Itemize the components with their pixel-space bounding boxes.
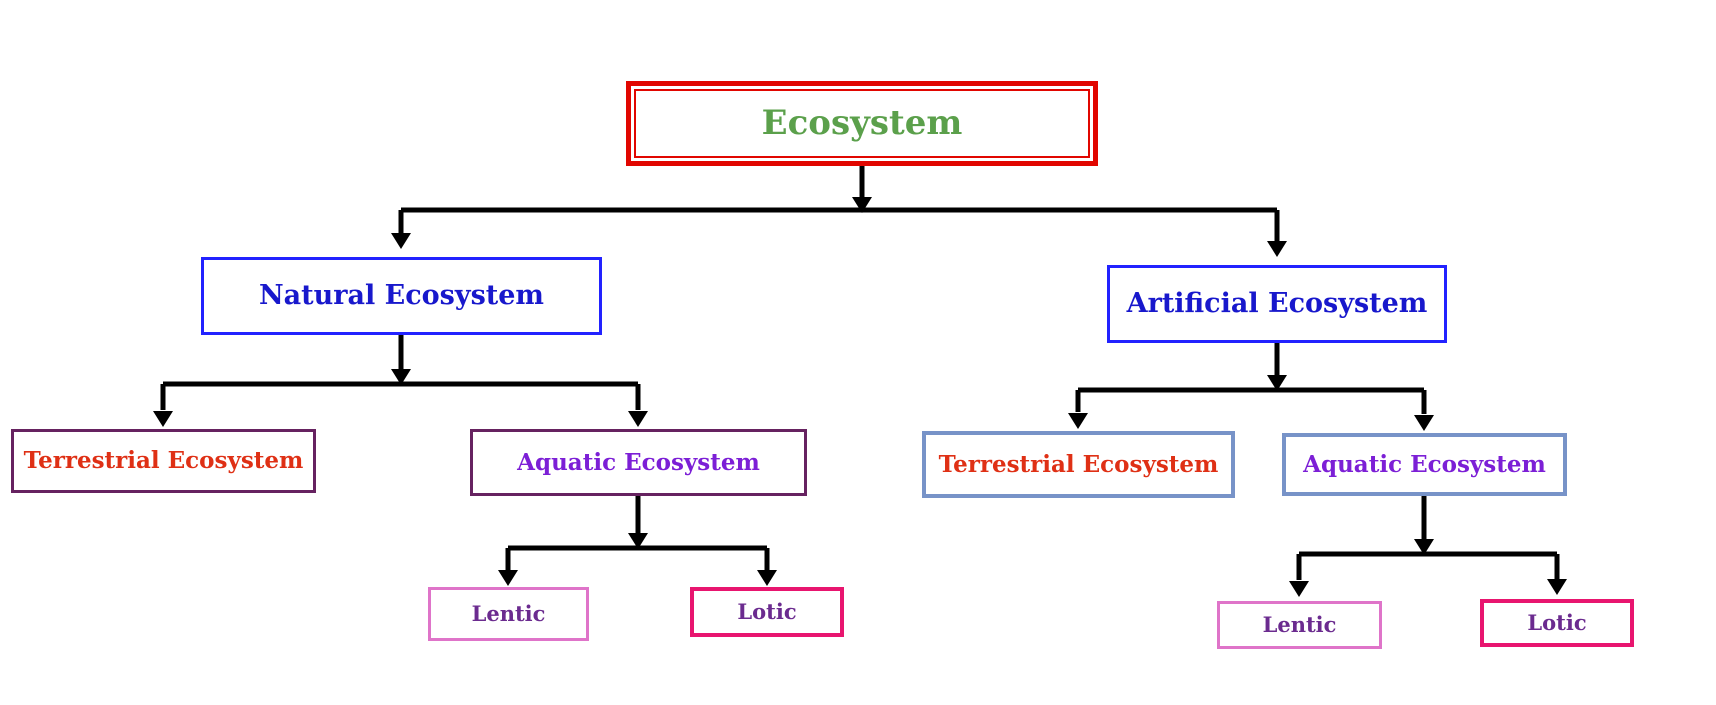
arrowhead [628, 411, 648, 427]
node-terrestrial-ecosystem-right: Terrestrial Ecosystem [922, 431, 1235, 498]
node-ecosystem-inner-border: Ecosystem [634, 89, 1090, 158]
arrowhead [1267, 375, 1287, 391]
node-aquatic-ecosystem-left: Aquatic Ecosystem [470, 429, 807, 496]
node-lentic-right: Lentic [1217, 601, 1382, 649]
connector-aquatic-left-children [498, 496, 777, 586]
node-ecosystem: Ecosystem [626, 81, 1098, 166]
node-lotic-right-label: Lotic [1527, 610, 1587, 636]
node-artificial-ecosystem-label: Artificial Ecosystem [1126, 288, 1428, 320]
node-lentic-right-label: Lentic [1262, 612, 1337, 638]
node-lotic-right: Lotic [1480, 599, 1634, 647]
connector-natural-children [153, 335, 648, 427]
node-lotic-left: Lotic [690, 587, 844, 637]
arrowhead [1289, 581, 1309, 597]
node-ecosystem-label: Ecosystem [761, 102, 963, 143]
arrowhead [1414, 539, 1434, 555]
node-lentic-left-label: Lentic [471, 601, 546, 627]
node-aquatic-ecosystem-right: Aquatic Ecosystem [1282, 433, 1567, 496]
node-lentic-left: Lentic [428, 587, 589, 641]
arrowhead [391, 369, 411, 385]
node-terrestrial-ecosystem-left-label: Terrestrial Ecosystem [23, 447, 304, 475]
arrowhead [757, 570, 777, 586]
arrowhead [852, 197, 872, 213]
node-terrestrial-ecosystem-left: Terrestrial Ecosystem [11, 429, 316, 493]
arrowhead [153, 411, 173, 427]
arrowhead [1547, 579, 1567, 595]
node-terrestrial-ecosystem-right-label: Terrestrial Ecosystem [938, 450, 1219, 478]
arrowhead [1068, 413, 1088, 429]
connector-aquatic-right-children [1289, 496, 1567, 597]
arrowhead [391, 233, 411, 249]
node-aquatic-ecosystem-left-label: Aquatic Ecosystem [517, 448, 760, 476]
node-aquatic-ecosystem-right-label: Aquatic Ecosystem [1303, 450, 1546, 478]
arrowhead [1414, 415, 1434, 431]
arrowhead [1267, 241, 1287, 257]
arrowhead [628, 533, 648, 549]
node-artificial-ecosystem: Artificial Ecosystem [1107, 265, 1447, 343]
node-lotic-left-label: Lotic [737, 599, 797, 625]
node-natural-ecosystem-label: Natural Ecosystem [259, 280, 544, 312]
connector-artificial-children [1068, 343, 1434, 431]
node-natural-ecosystem: Natural Ecosystem [201, 257, 602, 335]
connector-ecosystem-children [391, 166, 1287, 257]
arrowhead [498, 570, 518, 586]
